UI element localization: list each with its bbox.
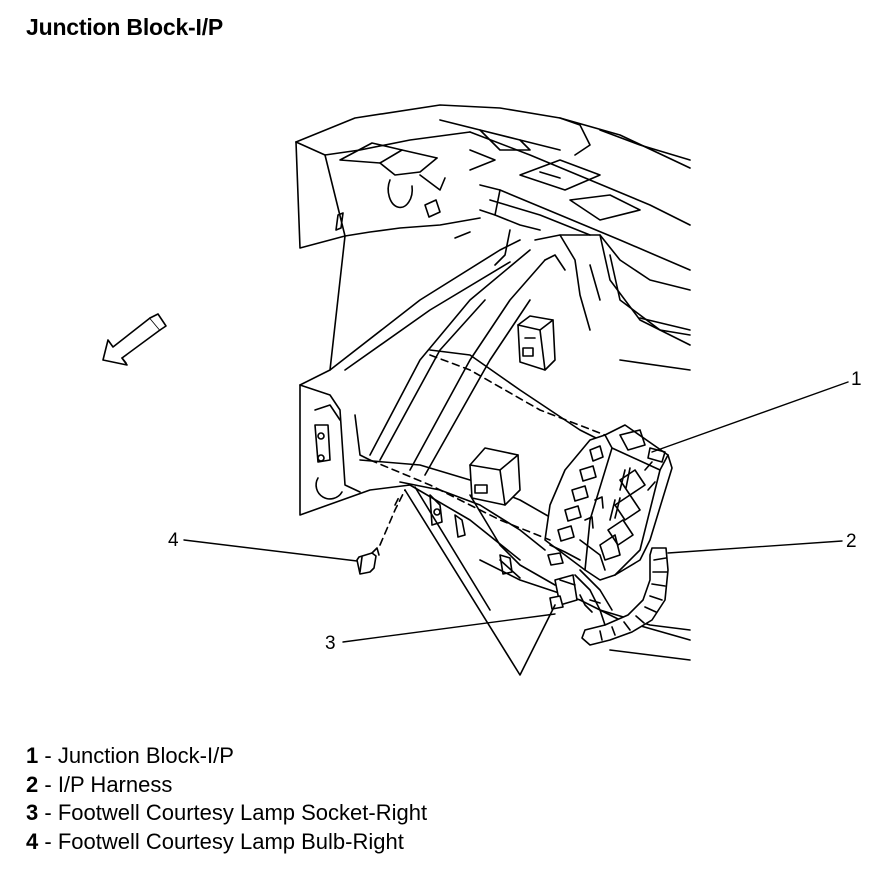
socket-detail-lines <box>404 486 556 676</box>
legend-separator: - <box>38 828 58 854</box>
legend-item-3: 3 - Footwell Courtesy Lamp Socket-Right <box>26 799 427 828</box>
legend-separator: - <box>38 771 58 797</box>
ip-harness <box>574 547 669 646</box>
callout-2: 2 <box>846 531 857 552</box>
instrument-panel-frame <box>295 104 691 661</box>
forward-arrow-icon <box>102 313 167 366</box>
courtesy-lamp-bulb <box>356 547 380 575</box>
junction-block <box>544 424 673 581</box>
legend-text: Footwell Courtesy Lamp Socket-Right <box>57 800 428 825</box>
legend-separator: - <box>38 800 58 825</box>
legend-text: I/P Harness <box>57 771 173 797</box>
legend-number: 3 <box>26 800 39 825</box>
callout-leaders <box>183 381 849 643</box>
callout-4: 4 <box>168 530 179 551</box>
legend-number: 4 <box>26 828 39 854</box>
legend: 1 - Junction Block-I/P 2 - I/P Harness 3… <box>26 742 427 856</box>
relay-upper <box>517 315 556 371</box>
legend-item-2: 2 - I/P Harness <box>26 771 427 800</box>
relay-lower <box>469 447 521 506</box>
legend-item-1: 1 - Junction Block-I/P <box>26 742 427 771</box>
courtesy-lamp-socket <box>549 574 578 610</box>
legend-text: Junction Block-I/P <box>57 743 234 768</box>
legend-number: 2 <box>26 771 39 797</box>
legend-separator: - <box>38 743 58 768</box>
callout-1: 1 <box>851 369 862 390</box>
legend-number: 1 <box>26 743 39 768</box>
legend-text: Footwell Courtesy Lamp Bulb-Right <box>57 828 404 854</box>
legend-item-4: 4 - Footwell Courtesy Lamp Bulb-Right <box>26 828 427 857</box>
callout-3: 3 <box>325 633 336 654</box>
diagram-title: Junction Block-I/P <box>26 14 224 40</box>
installation-path-lines <box>369 354 606 546</box>
